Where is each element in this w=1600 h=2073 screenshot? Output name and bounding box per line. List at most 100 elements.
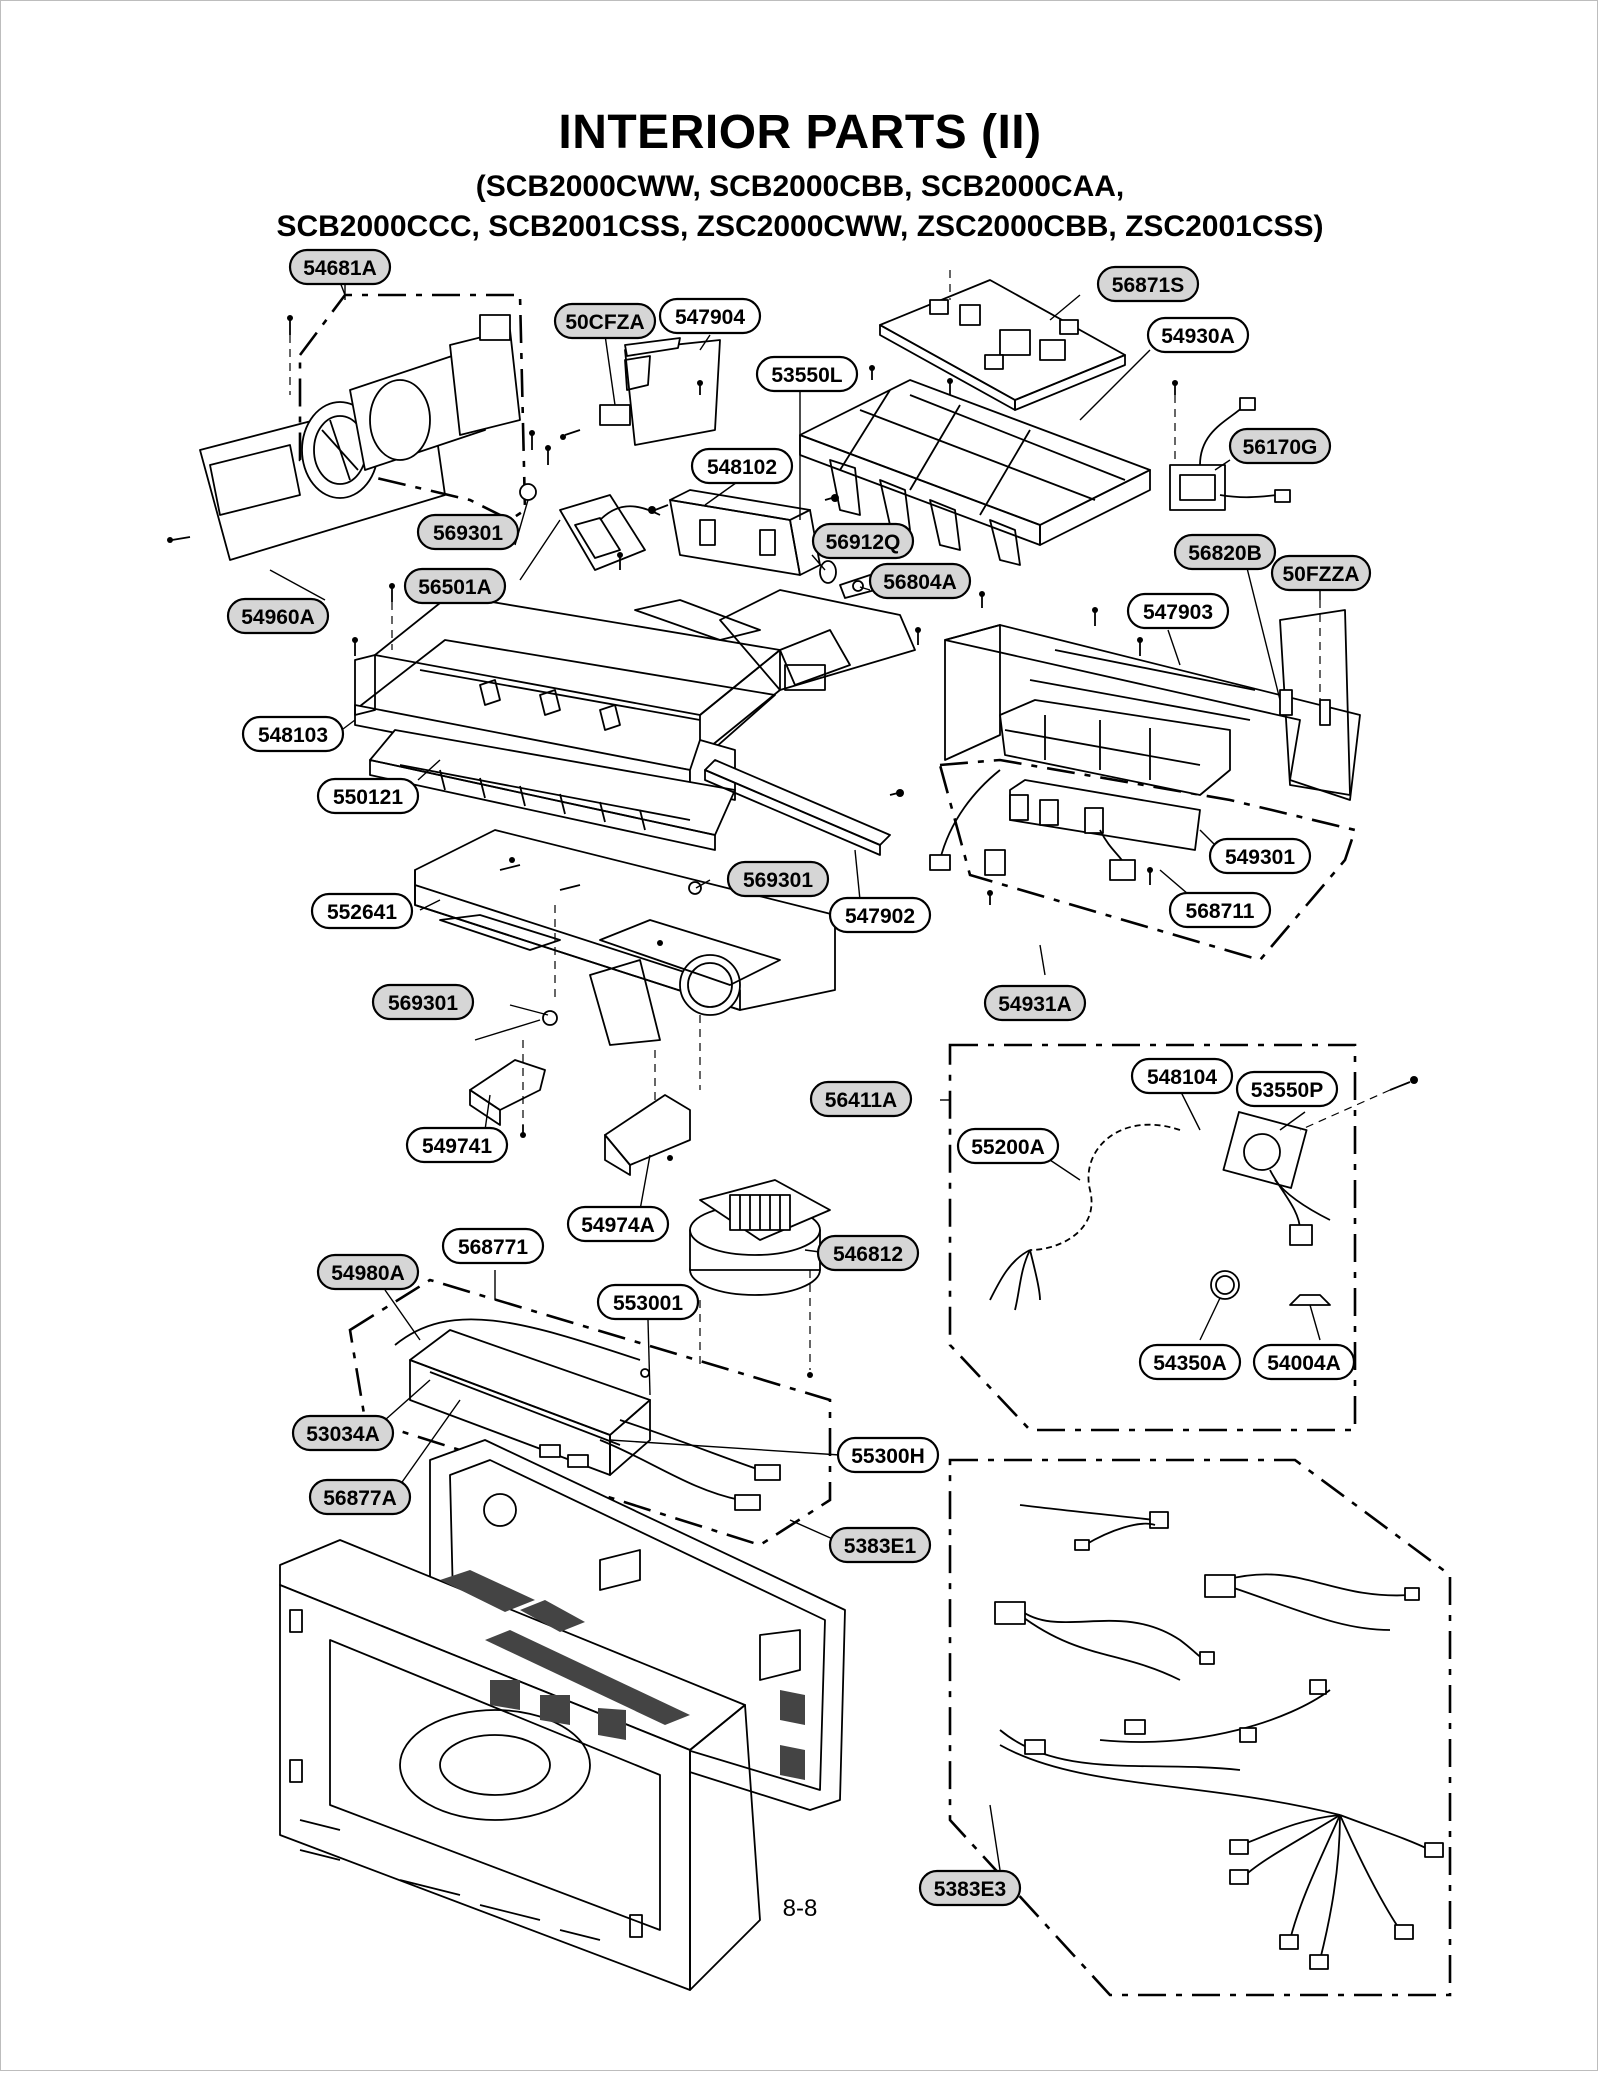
callout-54931A: 54931A [983,984,1087,1022]
svg-text:547903: 547903 [1143,601,1213,624]
svg-text:552641: 552641 [327,901,397,924]
svg-text:50FZZA: 50FZZA [1282,563,1359,586]
callout-56804A: 56804A [868,562,972,600]
callout-548103: 548103 [241,715,345,753]
callout-547904: 547904 [658,297,762,335]
switch-mount [519,483,661,571]
svg-text:547902: 547902 [845,905,915,928]
callout-50CFZA: 50CFZA [553,302,657,340]
svg-text:54960A: 54960A [241,606,315,629]
svg-text:54350A: 54350A [1153,1352,1227,1375]
callout-5383E3: 5383E3 [918,1869,1022,1907]
callout-53550P: 53550P [1235,1070,1339,1108]
wire-harness-56411A [948,1043,1418,1432]
callout-552641: 552641 [310,892,414,930]
transformer [1169,397,1291,511]
svg-text:548103: 548103 [258,724,328,747]
svg-text:53550L: 53550L [771,364,842,387]
callout-568711: 568711 [1168,891,1272,929]
svg-text:568771: 568771 [458,1236,528,1259]
svg-text:55300H: 55300H [851,1445,925,1468]
guide-rail [704,759,904,856]
callout-568771: 568771 [441,1227,545,1265]
callout-569301-c: 569301 [371,983,475,1021]
control-panel-board [929,699,1357,962]
svg-text:50CFZA: 50CFZA [565,311,644,334]
callout-54681A: 54681A [288,248,392,286]
side-panel [944,600,1361,801]
svg-text:56912Q: 56912Q [826,531,901,554]
svg-text:546812: 546812 [833,1243,903,1266]
control-board [879,270,1126,411]
wire-harness-5383E3 [948,1458,1452,1997]
svg-text:54931A: 54931A [998,993,1072,1016]
svg-text:547904: 547904 [675,306,745,329]
svg-text:54004A: 54004A [1267,1352,1341,1375]
base-plate [414,829,836,1110]
svg-text:569301: 569301 [388,992,458,1015]
svg-text:550121: 550121 [333,786,403,809]
svg-text:548104: 548104 [1147,1066,1217,1089]
callout-50FZZA: 50FZZA [1270,554,1372,592]
svg-text:56877A: 56877A [323,1487,397,1510]
callout-53550L: 53550L [755,355,859,393]
callout-labels: 54681A 50CFZA 547904 56871S 54930A 53550… [226,248,1372,1907]
lower-brackets [469,1040,691,1176]
svg-text:549741: 549741 [422,1135,492,1158]
svg-text:56170G: 56170G [1243,436,1318,459]
fan-motor-assembly [199,275,527,561]
heater-assembly [348,1278,832,1547]
svg-text:569301: 569301 [433,522,503,545]
svg-text:54681A: 54681A [303,257,377,280]
callout-549741: 549741 [405,1126,509,1164]
svg-text:55200A: 55200A [971,1136,1045,1159]
page-number: 8-8 [782,1895,818,1922]
svg-text:549301: 549301 [1225,846,1295,869]
svg-text:56501A: 56501A [418,576,492,599]
callout-53034A: 53034A [291,1414,395,1452]
callout-547902: 547902 [828,896,932,934]
callout-5383E1: 5383E1 [828,1526,932,1564]
oven-cavity [279,1439,846,1991]
callout-55200A: 55200A [956,1127,1060,1165]
svg-text:568711: 568711 [1186,900,1255,923]
callout-56411A: 56411A [809,1080,913,1118]
model-list-line-2: SCB2000CCC, SCB2001CSS, ZSC2000CWW, ZSC2… [276,210,1324,243]
callout-54350A: 54350A [1138,1343,1242,1381]
svg-text:56820B: 56820B [1188,542,1262,565]
svg-text:53034A: 53034A [306,1423,380,1446]
svg-text:54930A: 54930A [1161,325,1235,348]
svg-text:54980A: 54980A [331,1262,405,1285]
callout-569301-b: 569301 [726,860,830,898]
svg-text:53550P: 53550P [1251,1079,1323,1102]
svg-text:569301: 569301 [743,869,813,892]
blower-motor [689,1179,831,1378]
callout-56912Q: 56912Q [811,522,915,560]
screws-chassis [352,552,1143,656]
callout-55300H: 55300H [836,1436,940,1474]
callout-56871S: 56871S [1096,265,1200,303]
thermostat [819,560,876,599]
callout-54980A: 54980A [316,1253,420,1291]
callout-547903: 547903 [1126,592,1230,630]
callout-56501A: 56501A [403,567,507,605]
callout-569301-a: 569301 [416,513,520,551]
svg-text:56411A: 56411A [825,1089,897,1112]
callout-56877A: 56877A [308,1478,412,1516]
callout-548102: 548102 [690,447,794,485]
interlock-bracket [648,489,839,576]
svg-text:56804A: 56804A [883,571,957,594]
callout-550121: 550121 [316,777,420,815]
callout-548104: 548104 [1130,1057,1234,1095]
screws-top-left [167,315,551,543]
svg-text:5383E3: 5383E3 [934,1878,1006,1901]
leader-lines [269,281,1321,1871]
callout-549301: 549301 [1208,837,1312,875]
svg-text:553001: 553001 [613,1292,683,1315]
svg-text:54974A: 54974A [581,1214,655,1237]
svg-text:548102: 548102 [707,456,777,479]
switch-bracket [560,337,721,446]
callout-54974A: 54974A [566,1205,670,1243]
